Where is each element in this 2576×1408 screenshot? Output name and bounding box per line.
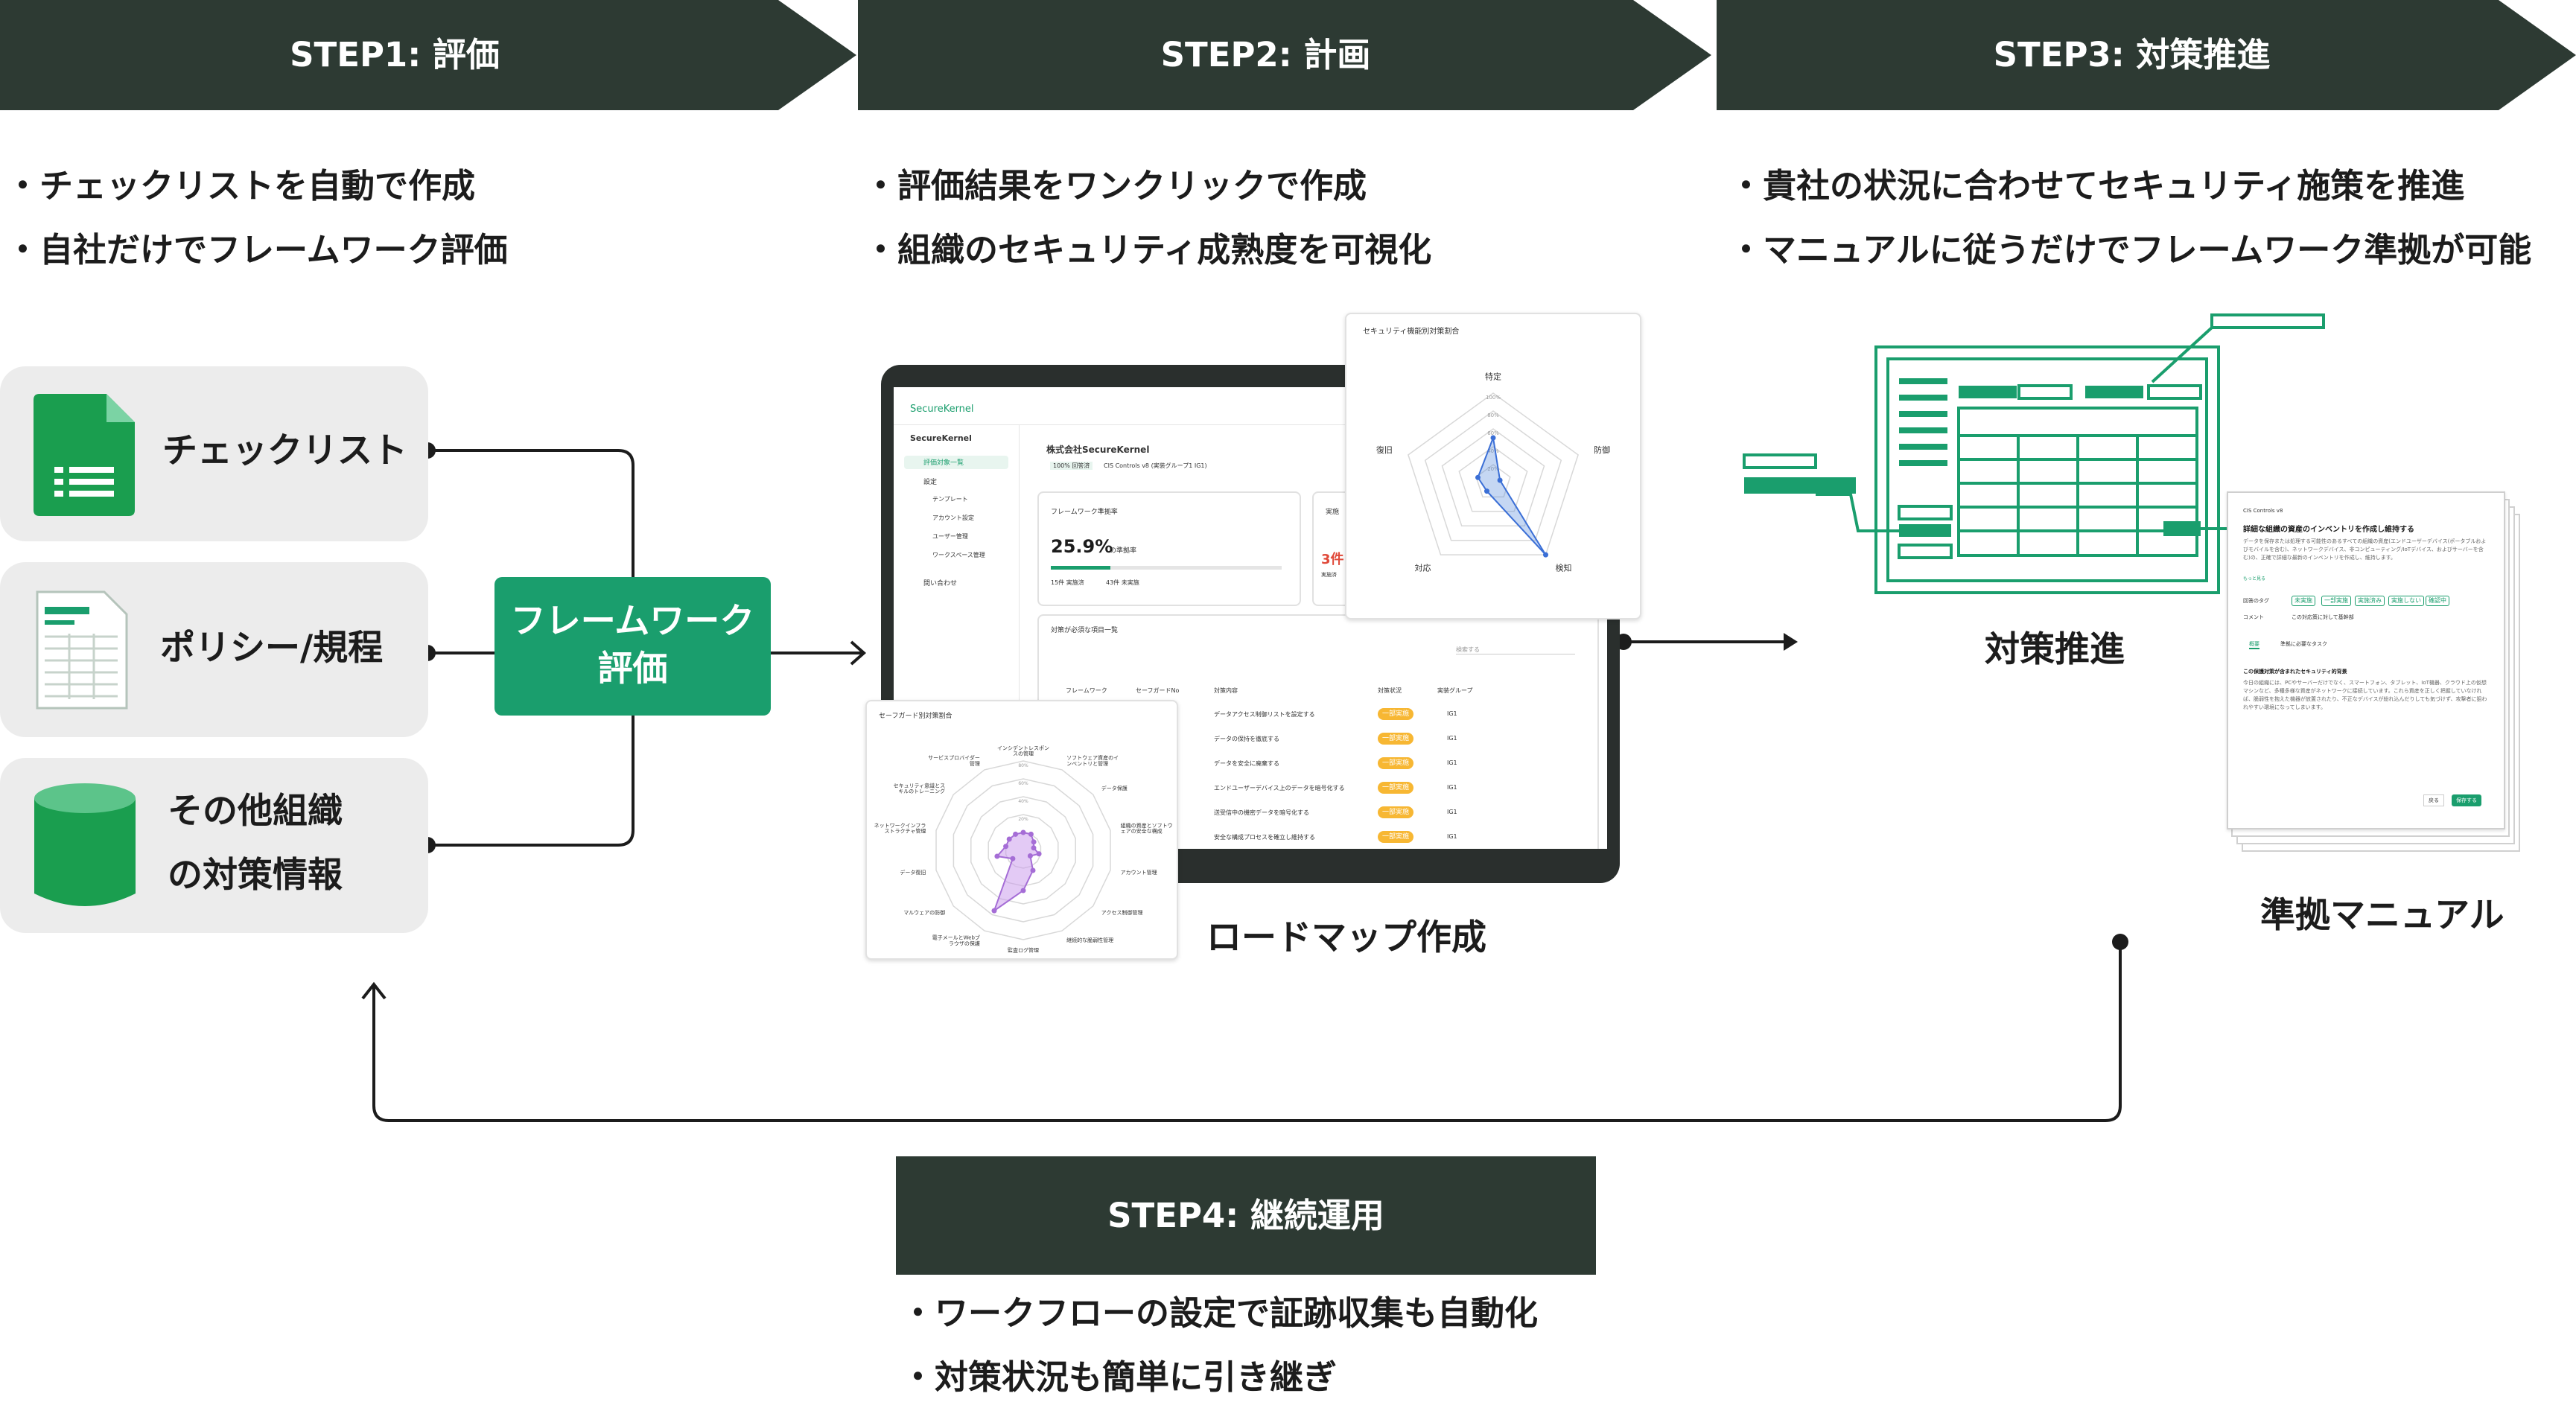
manual-tag[interactable]: 実施しない [2388,596,2424,606]
sheet-inner [1888,359,2207,581]
manual-title: 詳細な組織の資産のインベントリを作成し維持する [2243,523,2414,534]
manual-page: CIS Controls v8 詳細な組織の資産のインベントリを作成し維持する … [2227,491,2505,829]
manual-crumb: CIS Controls v8 [2243,508,2283,514]
manual-tag[interactable]: 一部実施 [2321,596,2351,606]
save-button[interactable]: 保存する [2452,794,2481,806]
floating-cell [2212,315,2324,328]
manual-comment: この対応策に対して基幹部 [2292,614,2354,621]
manual-tag[interactable]: 確認中 [2426,596,2449,606]
manual-more[interactable]: もっと見る [2243,575,2265,582]
floating-bar [1744,477,1856,494]
manual-comment-label: コメント [2243,614,2264,621]
manual-tab[interactable]: 準拠に必要なタスク [2280,640,2327,648]
back-button[interactable]: 戻る [2423,794,2444,806]
sheet-cell [2149,386,2201,398]
sheet-cell [1899,506,1951,519]
manual-tab[interactable]: 概要 [2249,640,2259,649]
manual-caption: 準拠マニュアル [2260,886,2505,937]
manual-tag[interactable]: 実施済み [2355,596,2385,606]
manual-body-title: この保護対策が含まれたセキュリティ的背景 [2243,668,2347,675]
measures-caption: 対策推進 [1985,620,2125,672]
manual-body: 今日の組織には、PCやサーバーだけでなく、スマートフォン、タブレット、IoT機器… [2243,679,2489,761]
floating-cell [1744,455,1816,468]
callout-line [2152,328,2212,382]
manual-tag[interactable]: 未実施 [2292,596,2315,606]
sheet-cell [2019,386,2071,398]
sheet-cell [1899,545,1951,558]
manual-field-label: 回答のタグ [2243,597,2269,605]
manual-desc: データを保存または処理する可能性のあるすべての組織の資産(エンドユーザーデバイス… [2243,538,2489,570]
